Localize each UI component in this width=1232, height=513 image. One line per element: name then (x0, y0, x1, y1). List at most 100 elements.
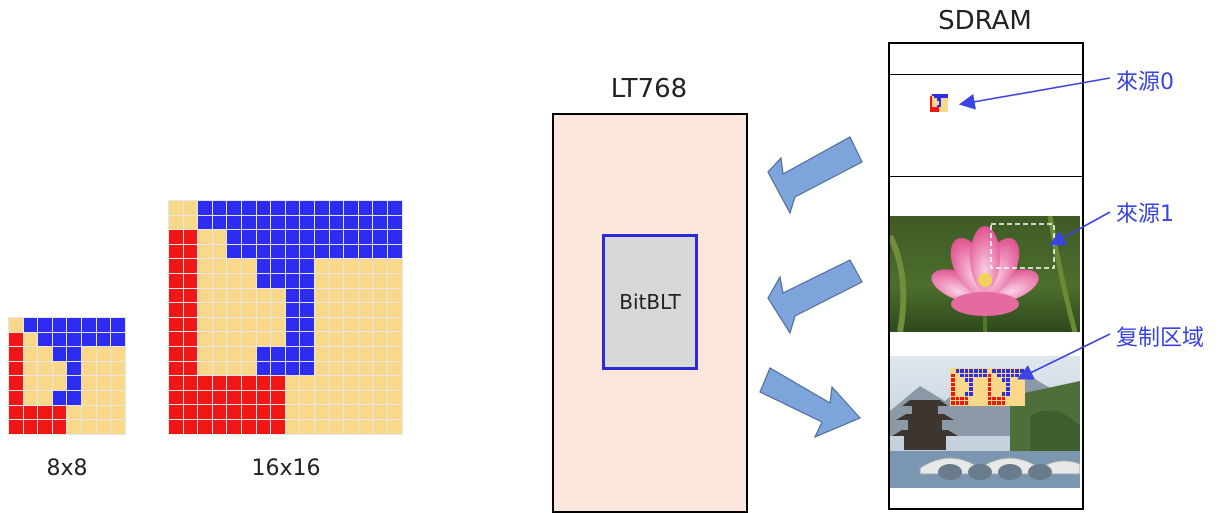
pattern-cell (300, 288, 314, 303)
pattern-cell (344, 244, 358, 259)
pattern-cell (300, 390, 314, 405)
pattern-cell (936, 102, 939, 105)
pattern-cell (96, 332, 111, 347)
pattern-cell (344, 361, 358, 376)
pattern-cell (344, 405, 358, 419)
copied-cell (964, 387, 969, 391)
pattern-cell (329, 230, 344, 244)
pattern-cell (241, 390, 256, 405)
copied-cell (1010, 382, 1015, 387)
pattern-cell (943, 104, 946, 108)
pattern-cell (9, 361, 23, 376)
copied-cell (987, 373, 992, 378)
copied-cell (973, 396, 978, 401)
copied-cell (1001, 369, 1006, 373)
pattern-cell (183, 376, 198, 390)
copied-cell (987, 396, 992, 401)
pattern-cell (932, 98, 935, 101)
pattern-cell (314, 303, 329, 317)
pattern-cell (227, 332, 241, 346)
pattern-cell (52, 347, 67, 361)
pattern-cell (940, 94, 944, 97)
pattern-cell (934, 109, 937, 112)
pattern-cell (387, 244, 402, 259)
pattern-cell (358, 332, 373, 346)
pattern-cell (932, 96, 935, 99)
pattern-cell (111, 318, 125, 332)
copied-cell (983, 373, 987, 378)
bitblt-label: BitBLT (619, 290, 681, 314)
pattern-cell (940, 96, 944, 99)
source1-pointer (1049, 211, 1111, 246)
pattern-cell (271, 201, 285, 215)
pattern-cell (932, 94, 935, 97)
pattern-cell (329, 361, 344, 376)
pattern-cell (358, 361, 373, 376)
copied-cell (960, 391, 964, 396)
pattern-cell (934, 107, 937, 110)
pattern-cell (183, 230, 198, 244)
copied-cell (978, 401, 983, 405)
copied-cell (992, 369, 996, 373)
copied-cell (996, 378, 1001, 382)
pattern-cell (285, 215, 300, 230)
copied-cell (1015, 378, 1019, 382)
pattern-cell (169, 303, 183, 317)
pattern-cell (344, 332, 358, 346)
pattern-cell (943, 100, 946, 103)
pattern-cell (932, 107, 935, 110)
copied-cell (987, 387, 992, 391)
pattern-cell (314, 332, 329, 346)
pattern-cell (227, 230, 241, 244)
pattern-cell (945, 107, 948, 110)
copied-cell (983, 391, 987, 396)
pattern-cell (271, 244, 285, 259)
pattern-cell (373, 405, 387, 419)
pattern-cell (373, 332, 387, 346)
copied-cell (978, 373, 983, 378)
pattern-cell (198, 361, 212, 376)
pattern-cell (241, 419, 256, 434)
pattern-cell (9, 332, 23, 347)
copied-cell (992, 401, 996, 405)
pattern-cell (212, 376, 227, 390)
pattern-cell (81, 347, 96, 361)
pattern-cell (358, 405, 373, 419)
copied-cell (996, 401, 1001, 405)
copied-cell (960, 401, 964, 405)
pattern-cell (9, 347, 23, 361)
pattern-cell (373, 419, 387, 434)
pattern-cell (373, 215, 387, 230)
copied-cell (969, 369, 973, 373)
pattern-cell (183, 288, 198, 303)
pattern-cell (314, 405, 329, 419)
copied-cell (964, 391, 969, 396)
pattern-cell (387, 259, 402, 273)
pattern-cell (241, 201, 256, 215)
pattern-cell (329, 390, 344, 405)
pattern-cell (387, 390, 402, 405)
pattern-cell (227, 288, 241, 303)
pattern-cell (256, 288, 271, 303)
copied-cell (955, 382, 960, 387)
pattern-cell (373, 376, 387, 390)
pattern-cell (198, 376, 212, 390)
pattern-cell (198, 332, 212, 346)
pattern-cell (943, 98, 946, 101)
read-source1-arrow (767, 259, 863, 335)
pattern-cell (945, 109, 948, 112)
pattern-cell (945, 98, 948, 101)
pattern-grid-16x16 (168, 200, 403, 435)
pattern-cell (344, 230, 358, 244)
pattern-cell (329, 215, 344, 230)
pattern-cell (285, 259, 300, 273)
pattern-cell (271, 419, 285, 434)
pattern-cell (183, 332, 198, 346)
pattern-cell (938, 98, 941, 101)
pattern-cell (241, 376, 256, 390)
pattern-cell (387, 376, 402, 390)
copied-cell (955, 378, 960, 382)
copied-cell (960, 378, 964, 382)
